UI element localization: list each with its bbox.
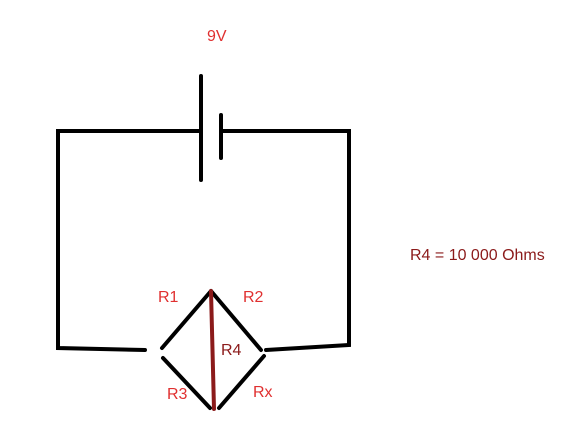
labels: 9V R1 R2 R4 R3 Rx R4 = 10 000 Ohms [158, 28, 545, 403]
bridge [160, 289, 266, 411]
wire-right-loop [219, 129, 351, 352]
r4-value-note: R4 = 10 000 Ohms [410, 247, 545, 264]
resistor-r2 [209, 289, 263, 352]
resistor-r1 [160, 289, 213, 350]
battery-voltage-label: 9V [207, 28, 227, 45]
rx-label: Rx [253, 384, 273, 401]
resistor-r4 [209, 289, 216, 411]
circuit-wires [56, 129, 351, 352]
r3-label: R3 [167, 386, 188, 403]
resistor-rx [217, 354, 266, 410]
resistor-r3 [161, 356, 212, 410]
r1-label: R1 [158, 289, 179, 306]
battery [199, 74, 223, 182]
r2-label: R2 [243, 289, 264, 306]
wire-left-loop [56, 129, 203, 352]
r4-label: R4 [221, 342, 242, 359]
